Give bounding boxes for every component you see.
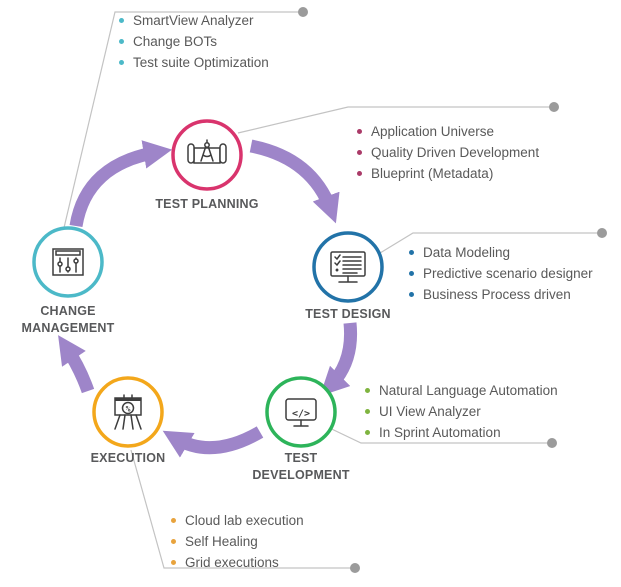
change-management-list: SmartView Analyzer Change BOTs Test suit… xyxy=(119,10,269,73)
list-item-text: SmartView Analyzer xyxy=(133,13,254,28)
list-item: Self Healing xyxy=(171,531,304,552)
list-item-text: Self Healing xyxy=(185,534,258,549)
test-development-circle xyxy=(265,376,337,448)
list-item-text: Business Process driven xyxy=(423,287,571,302)
bullet-icon xyxy=(409,292,414,297)
list-item: Cloud lab execution xyxy=(171,510,304,531)
code-monitor-icon xyxy=(285,398,317,427)
bullet-icon xyxy=(365,388,370,393)
bullet-icon xyxy=(365,409,370,414)
bullet-icon xyxy=(409,250,414,255)
list-item: Grid executions xyxy=(171,552,304,573)
bullet-icon xyxy=(409,271,414,276)
bullet-icon xyxy=(171,560,176,565)
test-planning-label: TEST PLANNING xyxy=(155,197,259,211)
test-planning-node xyxy=(171,119,243,191)
change-management-node xyxy=(32,226,104,298)
list-item: Test suite Optimization xyxy=(119,52,269,73)
bullet-icon xyxy=(357,150,362,155)
arrow-planning-to-design-icon xyxy=(249,139,340,224)
connector-test-planning xyxy=(237,106,551,134)
list-item-text: Change BOTs xyxy=(133,34,218,49)
execution-node: % xyxy=(92,376,164,448)
list-item-text: UI View Analyzer xyxy=(379,404,481,419)
list-item: Predictive scenario designer xyxy=(409,263,593,284)
list-item-text: Blueprint (Metadata) xyxy=(371,166,494,181)
execution-label: EXECUTION xyxy=(90,451,166,465)
execution-circle xyxy=(92,376,164,448)
connector-change-management xyxy=(62,11,300,233)
connector-test-design xyxy=(379,232,599,254)
bullet-icon xyxy=(171,539,176,544)
test-planning-circle xyxy=(171,119,243,191)
bullet-icon xyxy=(119,39,124,44)
sliders-panel-icon xyxy=(52,248,84,276)
dot-change-management xyxy=(298,7,308,17)
list-item: Application Universe xyxy=(357,121,539,142)
dot-test-design xyxy=(597,228,607,238)
bullet-icon xyxy=(171,518,176,523)
test-planning-list: Application Universe Quality Driven Deve… xyxy=(357,121,539,184)
change-management-label: CHANGE MANAGEMENT xyxy=(21,304,115,335)
arrow-development-to-execution-icon xyxy=(162,426,264,458)
list-item-text: In Sprint Automation xyxy=(379,425,501,440)
test-design-list: Data Modeling Predictive scenario design… xyxy=(409,242,593,305)
easel-gear-icon xyxy=(114,394,142,430)
blueprint-compass-icon xyxy=(187,139,227,164)
callout-end-dots xyxy=(298,7,607,573)
checklist-monitor-icon xyxy=(330,251,366,283)
list-item: Quality Driven Development xyxy=(357,142,539,163)
list-item-text: Cloud lab execution xyxy=(185,513,304,528)
test-development-label: TEST DEVELOPMENT xyxy=(252,451,350,482)
percent-glyph: % xyxy=(126,404,131,413)
arrow-change-to-planning-icon xyxy=(69,140,173,228)
test-development-node: </> xyxy=(265,376,337,448)
dot-execution xyxy=(350,563,360,573)
bullet-icon xyxy=(365,430,370,435)
bullet-icon xyxy=(119,60,124,65)
list-item-text: Test suite Optimization xyxy=(133,55,269,70)
arrow-execution-to-change-icon xyxy=(58,335,95,394)
dot-test-development xyxy=(547,438,557,448)
list-item-text: Data Modeling xyxy=(423,245,511,260)
test-design-label: TEST DESIGN xyxy=(305,307,391,321)
list-item: Change BOTs xyxy=(119,31,269,52)
bullet-icon xyxy=(119,18,124,23)
list-item: UI View Analyzer xyxy=(365,401,558,422)
cycle-arrows xyxy=(58,139,358,458)
code-glyph: </> xyxy=(292,409,310,420)
arrow-design-to-development-icon xyxy=(319,322,358,397)
list-item: Data Modeling xyxy=(409,242,593,263)
list-item-text: Grid executions xyxy=(185,555,279,570)
bullet-icon xyxy=(357,171,362,176)
list-item: Blueprint (Metadata) xyxy=(357,163,539,184)
list-item: In Sprint Automation xyxy=(365,422,558,443)
test-development-list: Natural Language Automation UI View Anal… xyxy=(365,380,558,443)
list-item-text: Predictive scenario designer xyxy=(423,266,593,281)
test-design-circle xyxy=(312,231,384,303)
dot-test-planning xyxy=(549,102,559,112)
list-item-text: Quality Driven Development xyxy=(371,145,540,160)
list-item: Natural Language Automation xyxy=(365,380,558,401)
list-item: Business Process driven xyxy=(409,284,593,305)
execution-list: Cloud lab execution Self Healing Grid ex… xyxy=(171,510,304,573)
list-item: SmartView Analyzer xyxy=(119,10,269,31)
bullet-icon xyxy=(357,129,362,134)
list-item-text: Natural Language Automation xyxy=(379,383,558,398)
connector-execution xyxy=(130,449,352,569)
list-item-text: Application Universe xyxy=(371,124,495,139)
test-design-node xyxy=(312,231,384,303)
